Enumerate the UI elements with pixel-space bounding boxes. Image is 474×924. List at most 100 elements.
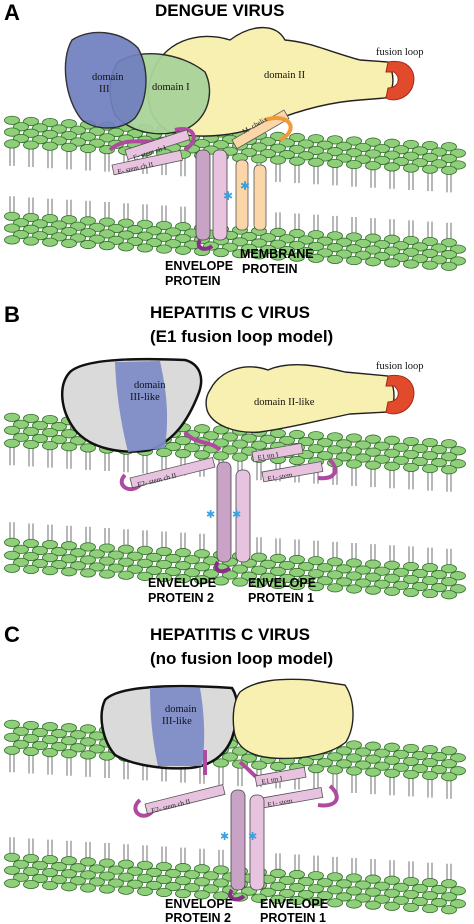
lipid-head — [70, 561, 86, 571]
lipid-head — [412, 568, 428, 579]
lipid-head — [403, 587, 419, 598]
panel-subtitle-b: (E1 fusion loop model) — [150, 327, 333, 346]
lipid-head — [298, 889, 314, 900]
lipid-head — [175, 245, 191, 255]
lipid-head — [270, 239, 286, 249]
lipid-head — [70, 876, 86, 886]
lipid-head — [431, 458, 447, 468]
stem-loop-c2 — [317, 784, 339, 808]
lipid-head — [118, 570, 134, 580]
lipid-head — [346, 459, 362, 469]
lipid-head — [308, 871, 324, 881]
lipid-head — [51, 547, 67, 557]
lipid-head — [32, 545, 48, 556]
panel-letter-c: C — [4, 622, 20, 647]
lipid-head — [175, 449, 191, 459]
lipid-head — [441, 759, 457, 769]
lipid-head — [422, 140, 438, 151]
lipid-head — [346, 740, 362, 750]
lipid-head — [4, 537, 20, 547]
lipid-head — [108, 563, 124, 573]
lipid-head — [61, 442, 77, 452]
lipid-head — [393, 749, 409, 759]
protein-b1-line2: PROTEIN 1 — [248, 591, 314, 605]
lipid-head — [42, 565, 58, 576]
lipid-head — [365, 572, 381, 582]
lipid-head — [317, 576, 333, 586]
lipid-head — [89, 549, 105, 559]
lipid-head — [289, 895, 305, 906]
lipid-head — [61, 238, 77, 248]
lipid-head — [251, 154, 267, 164]
glyco-star-b2: ✱ — [232, 509, 241, 521]
lipid-head — [289, 156, 305, 166]
domain-iii-shape — [64, 31, 147, 129]
protein-a-line2: PROTEIN — [165, 274, 221, 288]
lipid-head — [89, 877, 105, 887]
lipid-head — [412, 883, 428, 894]
lipid-head — [346, 446, 362, 456]
lipid-head — [80, 143, 96, 154]
lipid-head — [99, 133, 115, 143]
lipid-head — [184, 883, 200, 893]
lipid-head — [4, 211, 20, 221]
lipid-head — [42, 427, 58, 438]
lipid-head — [251, 142, 267, 152]
lipid-head — [441, 879, 457, 889]
e1-tm-i-bar-c — [254, 766, 307, 787]
lipid-head — [80, 239, 96, 250]
e2-stem-bar-b — [129, 456, 216, 489]
lipid-head — [156, 887, 172, 898]
lipid-head — [384, 258, 400, 268]
lipid-head — [61, 736, 77, 746]
protein-c2-line2: PROTEIN 2 — [165, 911, 231, 924]
domain-iii-label-a-2: III — [99, 84, 110, 95]
lipid-head — [270, 566, 286, 576]
lipid-head — [270, 579, 286, 589]
lipid-head — [422, 575, 438, 586]
lipid-head — [374, 748, 390, 758]
lipid-head — [346, 232, 362, 242]
lipid-head — [412, 443, 428, 454]
lipid-head — [346, 753, 362, 763]
lipid-head — [156, 861, 172, 872]
lipid-head — [99, 871, 115, 881]
lipid-head — [213, 438, 229, 448]
lipid-head — [42, 539, 58, 550]
lipid-head — [374, 441, 390, 451]
lipid-head — [146, 552, 162, 562]
lipid-head — [384, 755, 400, 765]
lipid-head — [270, 553, 286, 563]
lipid-head — [23, 733, 39, 744]
lipid-head — [251, 440, 267, 450]
lipid-head — [308, 431, 324, 441]
lipid-head — [422, 877, 438, 888]
lipid-head — [441, 892, 457, 902]
protein-b-line2: PROTEIN — [242, 262, 298, 276]
lipid-head — [51, 729, 67, 739]
protein-b2-line1: ENVELOPE — [148, 576, 216, 590]
e2-tm-end-c — [228, 888, 246, 902]
lipid-head — [327, 583, 343, 593]
lipid-head — [289, 429, 305, 440]
lipid-head — [346, 899, 362, 909]
lipid-head — [336, 879, 352, 889]
e2-tm-helix-c — [230, 789, 246, 891]
lipid-head — [298, 574, 314, 585]
lipid-head — [308, 764, 324, 774]
lipid-head — [146, 880, 162, 890]
lipid-head — [450, 886, 466, 896]
lipid-head — [365, 245, 381, 255]
lipid-head — [194, 575, 210, 585]
lipid-head — [213, 247, 229, 258]
lipid-head — [99, 556, 115, 566]
lipid-head — [32, 558, 48, 569]
fusion-loop-b — [385, 374, 415, 415]
lipid-head — [374, 894, 390, 904]
lipid-head — [80, 883, 96, 893]
lipid-head — [327, 445, 343, 455]
lipid-head — [317, 891, 333, 901]
lipid-head — [450, 446, 466, 456]
lipid-head — [156, 874, 172, 885]
